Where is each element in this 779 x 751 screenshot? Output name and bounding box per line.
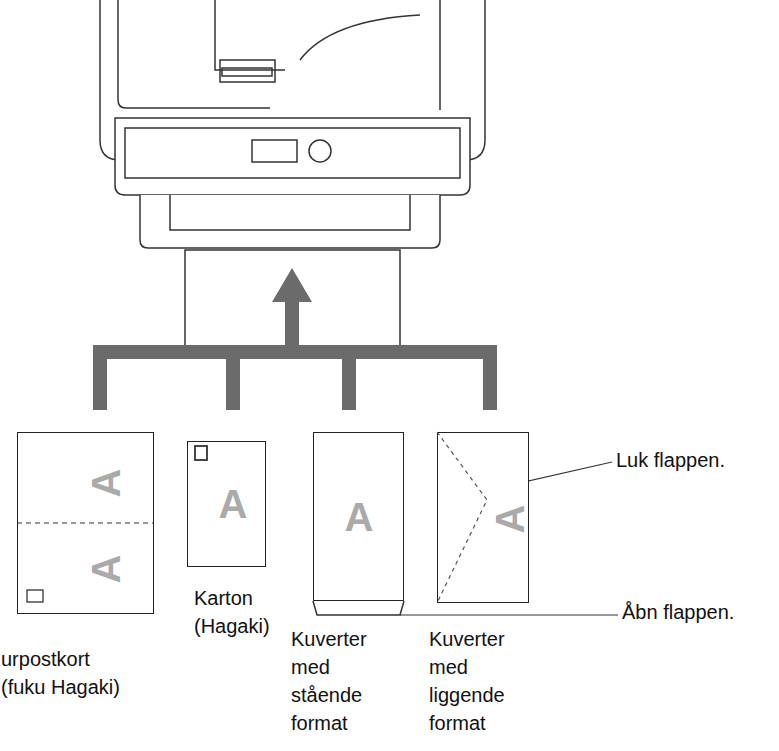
sample-letter: A bbox=[490, 505, 530, 534]
sample-letter: A bbox=[345, 497, 374, 537]
flap-open-note: Åbn flappen. bbox=[622, 600, 734, 624]
card-detail bbox=[17, 432, 154, 634]
portrait-envelope: AKuverter med stående format bbox=[313, 432, 404, 601]
return-postcard: AAurpostkort (fuku Hagaki) bbox=[17, 432, 154, 614]
flap-close-note: Luk flappen. bbox=[616, 448, 725, 472]
sample-letter: A bbox=[86, 555, 126, 584]
sample-letter: A bbox=[219, 484, 248, 524]
hagaki-card: AKarton (Hagaki) bbox=[187, 441, 266, 567]
sample-letter: A bbox=[86, 469, 126, 498]
media-caption: urpostkort (fuku Hagaki) bbox=[1, 645, 136, 701]
landscape-envelope: AKuverter med liggende format bbox=[437, 432, 529, 603]
media-caption: Kuverter med stående format bbox=[291, 625, 383, 737]
media-caption: Kuverter med liggende format bbox=[429, 625, 521, 737]
media-caption: Karton (Hagaki) bbox=[194, 584, 284, 640]
